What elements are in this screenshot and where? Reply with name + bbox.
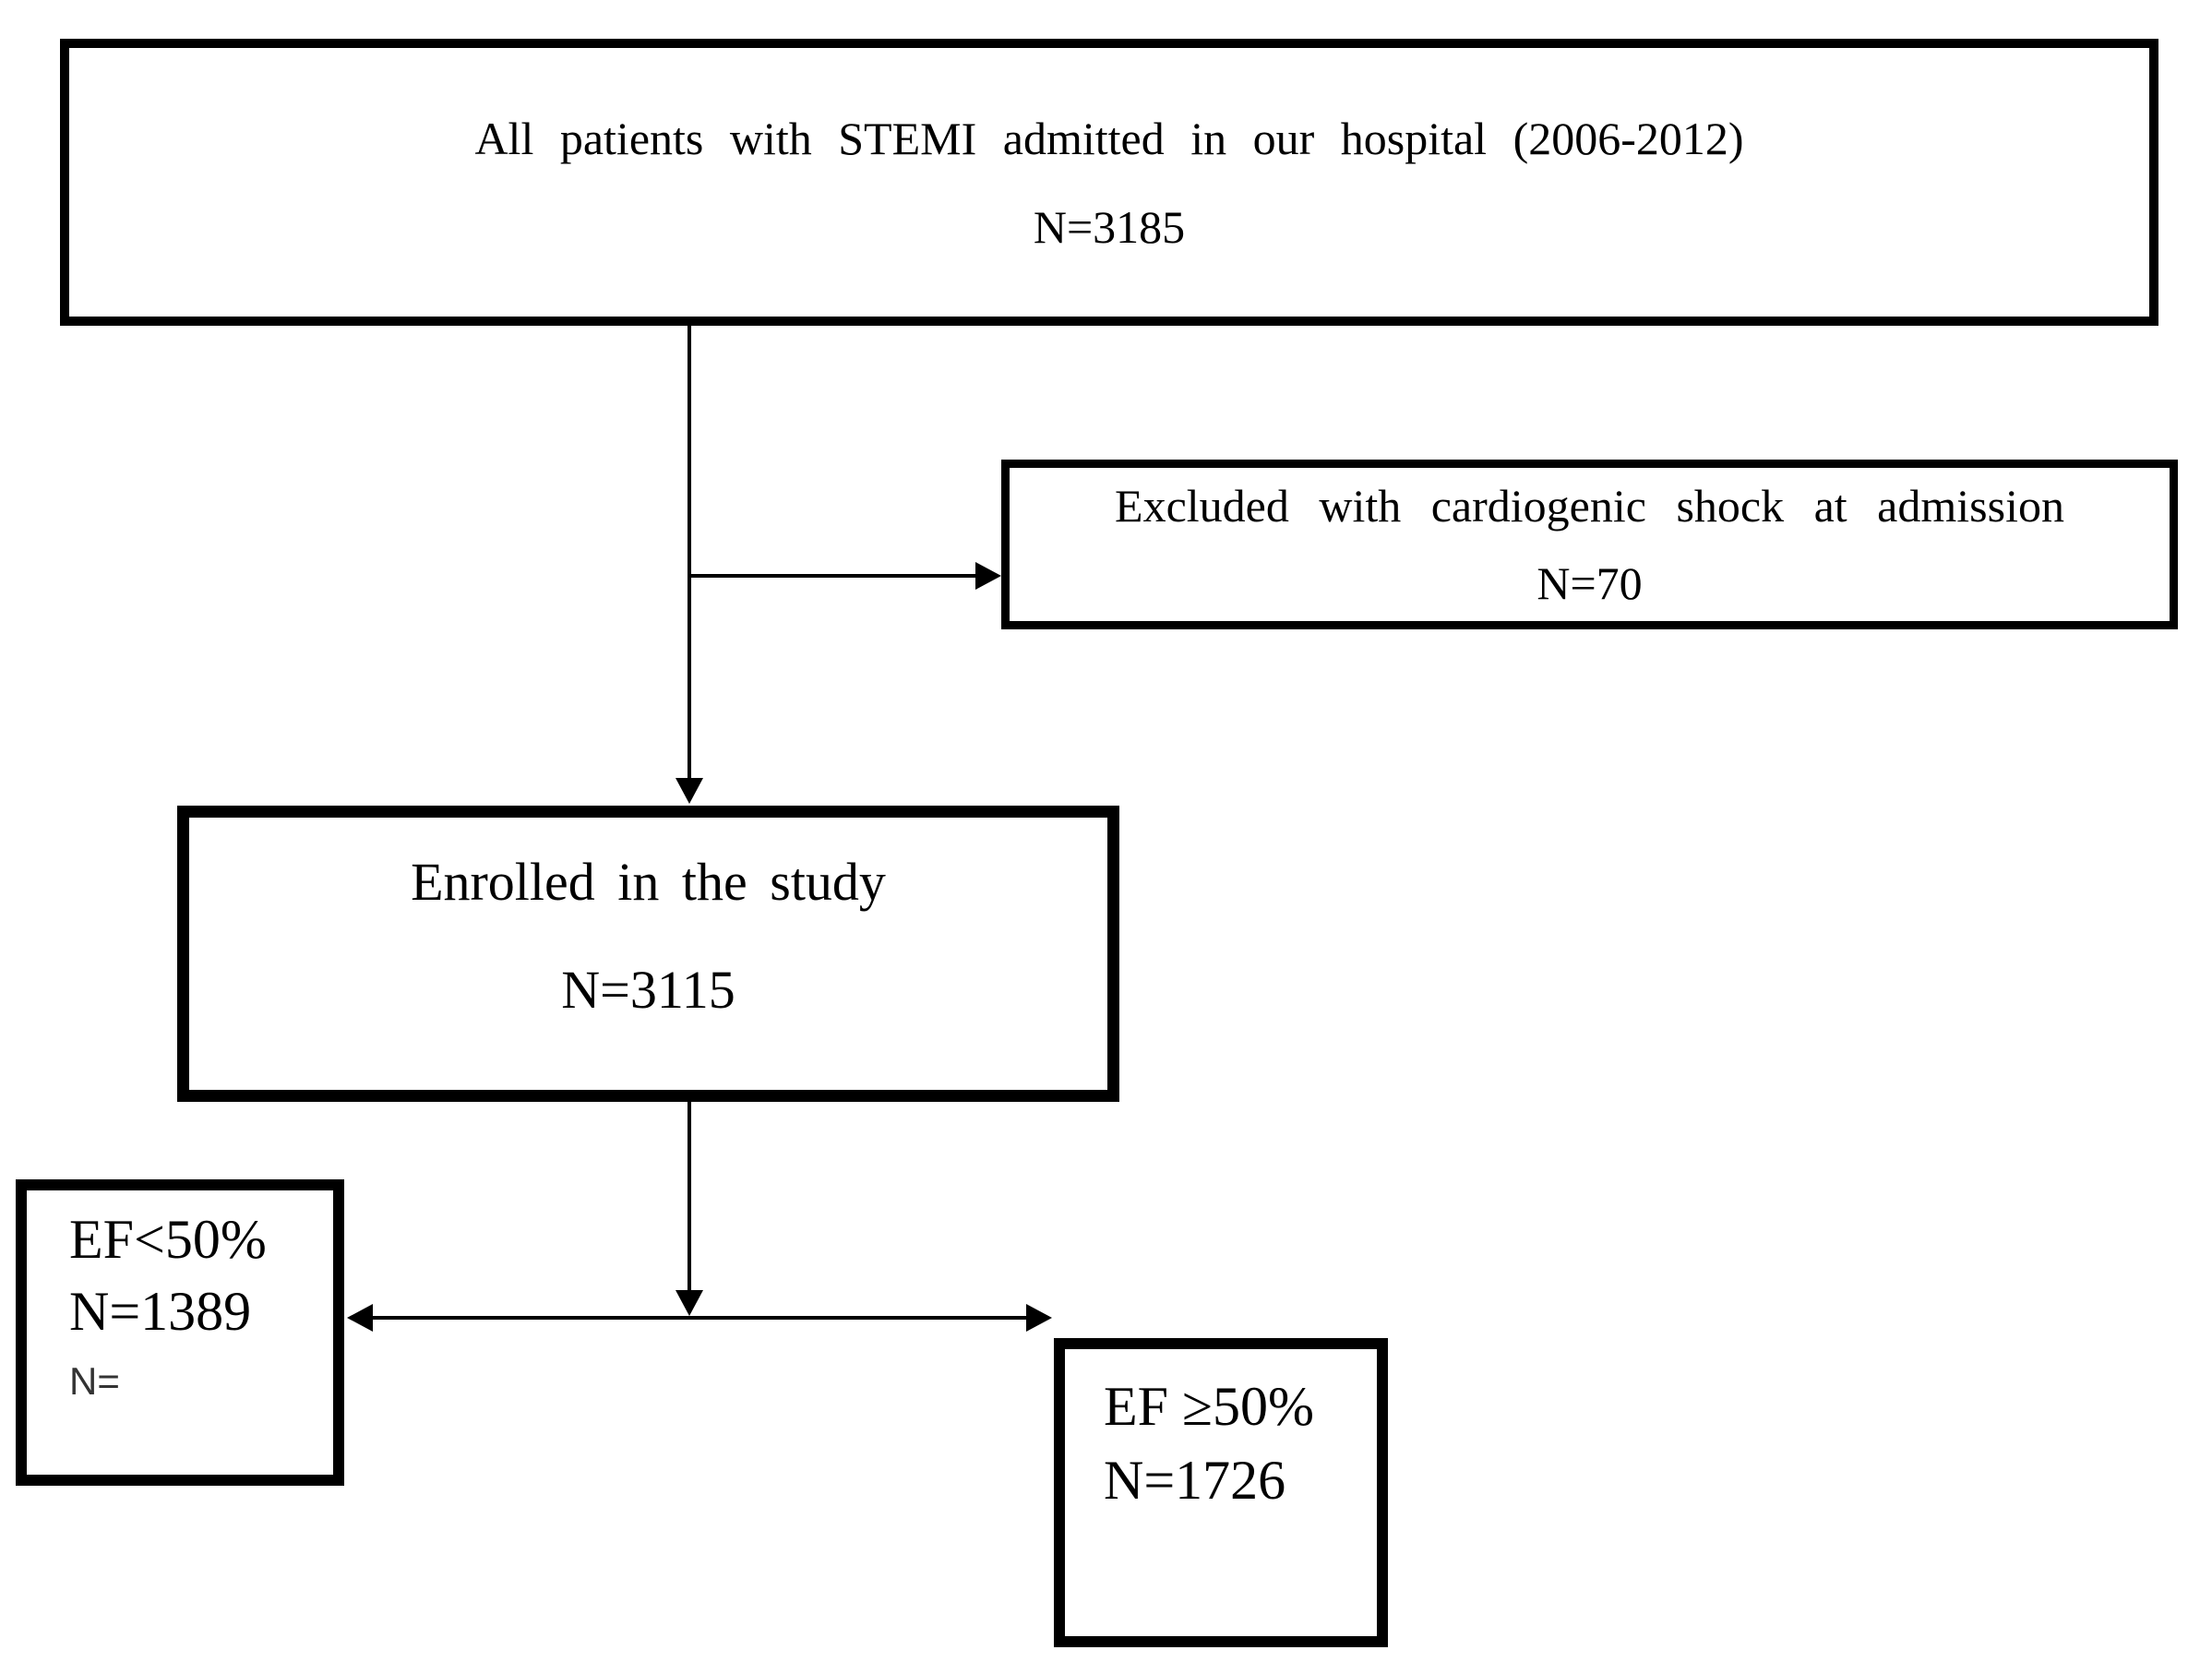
node-enrolled-count: N=3115	[561, 959, 735, 1020]
connector-top-to-enrolled	[688, 325, 691, 781]
node-all-patients-label: All patients with STEMI admitted in our …	[474, 112, 1744, 164]
arrowhead-right-into-excluded-icon	[975, 562, 1001, 590]
node-enrolled: Enrolled in the study N=3115	[177, 806, 1119, 1102]
connector-enrolled-to-split	[688, 1101, 691, 1292]
node-excluded: Excluded with cardiogenic shock at admis…	[1001, 460, 2178, 629]
node-excluded-label: Excluded with cardiogenic shock at admis…	[1115, 480, 2064, 532]
node-ef-below-50: EF<50% N=1389 N=	[16, 1179, 344, 1486]
connector-split-horizontal	[373, 1316, 1026, 1320]
arrowhead-left-into-ef-below-50-icon	[347, 1304, 373, 1332]
node-all-patients: All patients with STEMI admitted in our …	[60, 39, 2158, 326]
node-ef-at-least-50: EF ≥50% N=1726	[1054, 1338, 1388, 1647]
node-ef-below-50-count: N=1389	[69, 1281, 252, 1342]
arrowhead-down-onto-split-icon	[676, 1290, 703, 1316]
arrowhead-down-into-enrolled-icon	[676, 778, 703, 804]
node-all-patients-count: N=3185	[1033, 200, 1186, 253]
node-ef-at-least-50-count: N=1726	[1104, 1450, 1286, 1511]
arrowhead-right-toward-ef-at-least-50-icon	[1026, 1304, 1052, 1332]
node-ef-below-50-extra: N=	[69, 1359, 120, 1403]
node-excluded-count: N=70	[1536, 557, 1643, 609]
node-ef-at-least-50-label: EF ≥50%	[1104, 1376, 1314, 1437]
node-ef-below-50-label: EF<50%	[69, 1209, 267, 1270]
node-enrolled-label: Enrolled in the study	[411, 851, 886, 912]
connector-branch-to-excluded	[689, 574, 975, 578]
